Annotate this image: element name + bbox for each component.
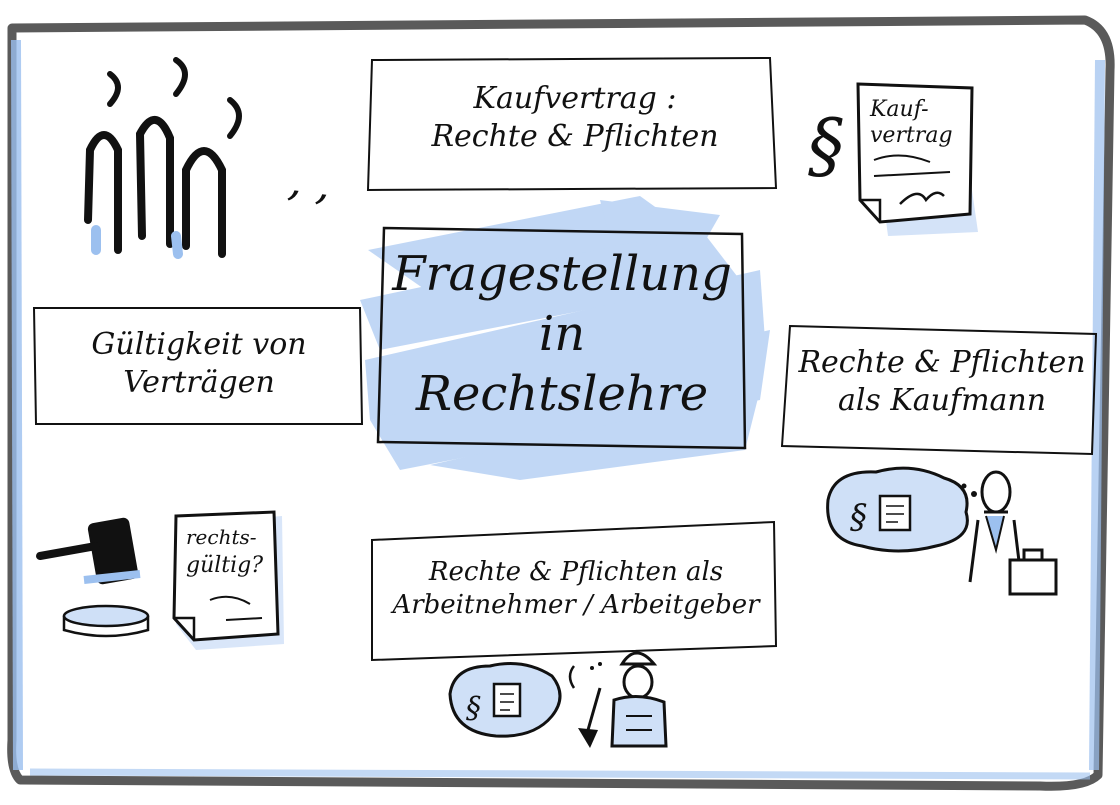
briefcase-icon <box>1008 548 1058 596</box>
topic-line: Verträgen <box>123 364 275 400</box>
topic-kaufvertrag: Kaufvertrag : Rechte & Pflichten <box>380 80 770 155</box>
paragraph-symbol-icon: § <box>808 103 844 187</box>
svg-text:rechts-: rechts- <box>186 525 257 549</box>
contract-document-icon: Kauf- vertrag <box>856 82 978 236</box>
topic-boxes <box>32 56 1098 662</box>
businessman-thought-bubble-icon: § <box>826 466 1024 587</box>
topic-line: Rechte & Pflichten als <box>428 557 724 587</box>
topic-arbeitnehmer: Rechte & Pflichten als Arbeitnehmer / Ar… <box>378 556 774 621</box>
topic-gueltigkeit: Gültigkeit von Verträgen <box>40 326 358 401</box>
shovel-icon <box>578 687 602 748</box>
topic-kaufmann: Rechte & Pflichten als Kaufmann <box>792 344 1092 419</box>
box-kaufvertrag <box>366 56 778 192</box>
center-topic-title: Fragestellung in Rechtslehre <box>392 244 732 424</box>
people-group-icon <box>84 57 242 259</box>
center-title-line: in <box>538 306 586 362</box>
topic-line: Rechte & Pflichten <box>798 345 1086 380</box>
center-highlight <box>360 196 770 480</box>
box-arbeitnehmer <box>371 520 778 662</box>
center-title-line: Fragestellung <box>392 246 732 302</box>
box-kaufmann <box>780 324 1098 456</box>
svg-text:Kauf-: Kauf- <box>869 97 929 122</box>
topic-line: Rechte & Pflichten <box>431 118 719 154</box>
svg-text:§: § <box>850 497 867 537</box>
worker-thought-bubble-icon: § <box>448 651 668 748</box>
judge-gavel-icon <box>36 517 150 638</box>
box-gueltigkeit <box>32 307 364 425</box>
topic-line: als Kaufmann <box>837 382 1047 418</box>
center-title-line: Rechtslehre <box>415 366 709 422</box>
svg-text:§: § <box>466 691 481 726</box>
topic-line: Gültigkeit von <box>91 327 307 362</box>
center-box <box>376 226 747 450</box>
question-quote: , , <box>286 155 335 211</box>
topic-line: Kaufvertrag : <box>473 81 677 116</box>
svg-text:vertrag: vertrag <box>870 123 953 148</box>
topic-line: Arbeitnehmer / Arbeitgeber <box>392 589 760 620</box>
question-document-icon: rechts- gültig? <box>172 510 284 650</box>
svg-text:gültig?: gültig? <box>186 553 263 578</box>
